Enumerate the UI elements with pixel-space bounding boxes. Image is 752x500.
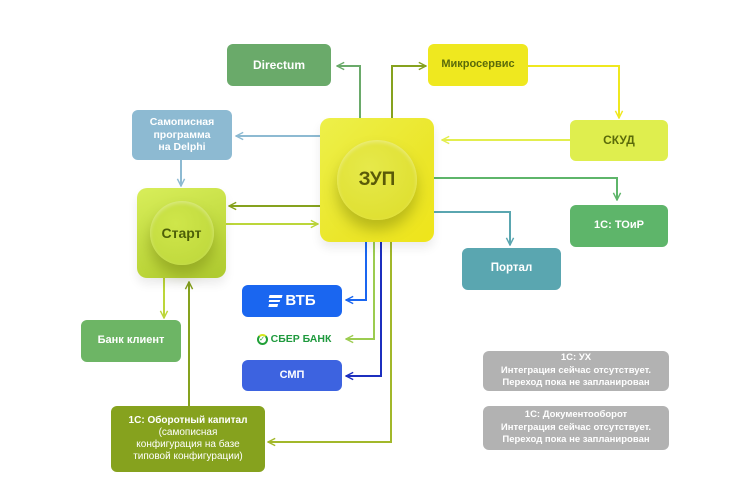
node-bank-client-label: Банк клиент — [97, 334, 165, 347]
node-ux-line-2: Интеграция сейчас отсутствует. — [500, 364, 652, 376]
edge-zup-smp — [346, 242, 382, 376]
node-sber: ✓ СБЕР БАНК — [244, 328, 344, 350]
node-docflow-line-2: Интеграция сейчас отсутствует. — [500, 421, 652, 433]
node-vtb-label: ВТБ — [285, 292, 316, 309]
edge-zup-toir — [434, 177, 617, 200]
node-oborot: 1С: Оборотный капитал (самописная конфиг… — [111, 406, 265, 472]
node-microservice: Микросервис — [428, 44, 528, 86]
node-ux-line-3: Переход пока не запланирован — [502, 377, 650, 389]
node-zup-label: ЗУП — [358, 168, 396, 190]
node-portal: Портал — [462, 248, 561, 290]
node-delphi-line-3: на Delphi — [158, 141, 206, 154]
node-delphi-line-1: Самописная — [149, 116, 215, 129]
node-docflow-title: 1С: Документооборот — [524, 408, 628, 420]
edge-zup-sber — [346, 242, 375, 339]
node-oborot-title: 1С: Оборотный капитал — [128, 415, 248, 426]
node-zup-circle: ЗУП — [337, 140, 417, 220]
node-zup: ЗУП — [320, 118, 434, 242]
node-bank-client: Банк клиент — [81, 320, 181, 362]
node-skud: СКУД — [570, 120, 668, 161]
node-skud-label: СКУД — [603, 133, 635, 148]
node-docflow: 1С: Документооборот Интеграция сейчас от… — [483, 406, 669, 450]
node-sber-label: СБЕР БАНК — [270, 332, 332, 345]
node-delphi-line-2: программа — [153, 128, 211, 141]
edge-zup-vtb — [346, 242, 367, 300]
node-smp: СМП — [242, 360, 342, 391]
edge-zup-microservice — [391, 66, 426, 120]
node-oborot-sub-3: типовой конфигурации) — [133, 451, 243, 462]
node-vtb: ВТБ — [242, 285, 342, 317]
node-directum: Directum — [227, 44, 331, 86]
node-directum-label: Directum — [252, 57, 305, 72]
node-toir: 1С: ТОиР — [570, 205, 668, 247]
node-delphi: Самописная программа на Delphi — [132, 110, 232, 160]
sber-logo-icon: ✓ — [256, 333, 268, 345]
node-ux: 1С: УХ Интеграция сейчас отсутствует. Пе… — [483, 351, 669, 391]
node-portal-label: Портал — [490, 262, 533, 275]
edge-zup-directum — [337, 66, 361, 120]
node-start-circle: Старт — [149, 201, 214, 265]
edge-zup-oborot — [268, 242, 392, 442]
node-toir-label: 1С: ТОиР — [594, 219, 644, 232]
node-docflow-line-3: Переход пока не запланирован — [502, 434, 650, 446]
node-oborot-sub-2: конфигурация на базе — [136, 439, 240, 450]
node-oborot-sub-1: (самописная — [158, 427, 218, 438]
edge-microservice-skud — [528, 65, 619, 118]
node-start-label: Старт — [161, 224, 202, 241]
node-smp-label: СМП — [279, 368, 305, 381]
edge-zup-portal — [434, 211, 510, 245]
vtb-logo-icon — [267, 295, 283, 307]
node-start: Старт — [137, 188, 226, 278]
node-ux-title: 1С: УХ — [560, 351, 592, 363]
node-microservice-label: Микросервис — [441, 58, 515, 71]
